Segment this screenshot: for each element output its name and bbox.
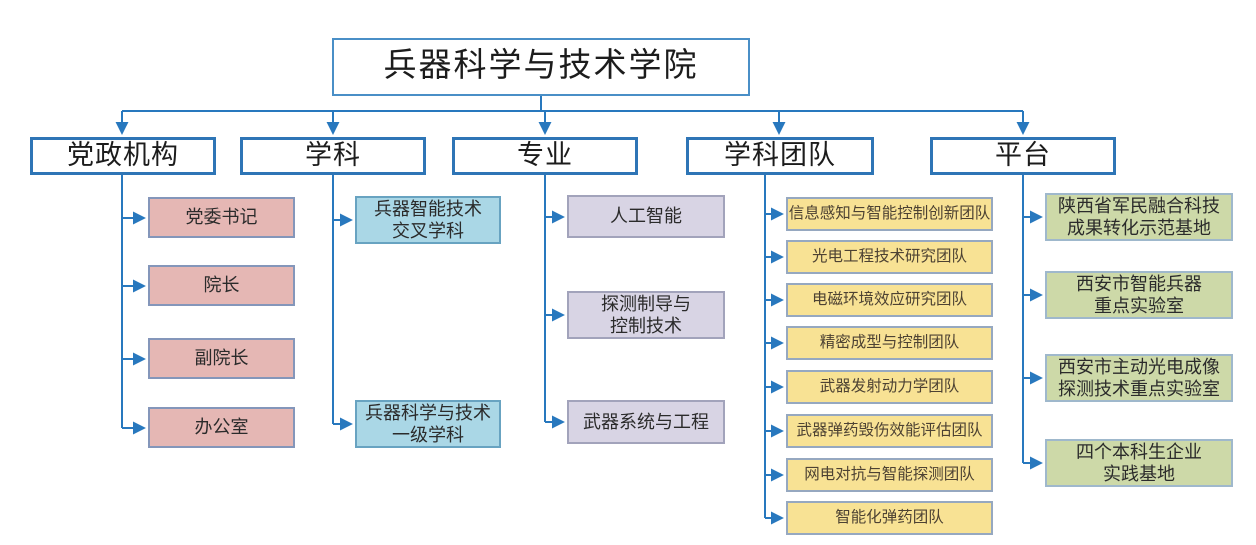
college-title-box: 兵器科学与技术学院	[332, 38, 750, 96]
node-team-electromagnetic-environment: 电磁环境效应研究团队	[786, 283, 993, 317]
node-office: 办公室	[148, 407, 295, 448]
node-team-precision-forming-control: 精密成型与控制团队	[786, 326, 993, 360]
branch-header-discipline-teams: 学科团队	[686, 137, 874, 175]
connector-group	[115, 96, 1043, 525]
node-party-secretary: 党委书记	[148, 197, 295, 238]
node-team-damage-effectiveness-evaluation: 武器弹药毁伤效能评估团队	[786, 414, 993, 448]
node-platform-active-optoelectronic-lab: 西安市主动光电成像 探测技术重点实验室	[1045, 354, 1233, 402]
node-platform-undergraduate-practice-base: 四个本科生企业 实践基地	[1045, 439, 1233, 487]
node-platform-intelligent-weapon-lab: 西安市智能兵器 重点实验室	[1045, 271, 1233, 319]
node-detection-guidance-control: 探测制导与 控制技术	[567, 291, 725, 339]
branch-header-majors: 专业	[452, 137, 638, 175]
node-platform-civil-military-base: 陕西省军民融合科技 成果转化示范基地	[1045, 193, 1233, 241]
node-team-cyber-electronic-countermeasure: 网电对抗与智能探测团队	[786, 458, 993, 492]
node-dean: 院长	[148, 265, 295, 306]
branch-header-platforms: 平台	[930, 137, 1116, 175]
node-weapon-intelligent-cross-discipline: 兵器智能技术 交叉学科	[355, 196, 501, 244]
branch-header-disciplines: 学科	[240, 137, 426, 175]
node-team-info-sensing-intelligent-control: 信息感知与智能控制创新团队	[786, 197, 993, 231]
node-weapon-science-first-level-discipline: 兵器科学与技术 一级学科	[355, 400, 501, 448]
node-artificial-intelligence: 人工智能	[567, 195, 725, 238]
node-vice-dean: 副院长	[148, 338, 295, 379]
node-team-weapon-launch-dynamics: 武器发射动力学团队	[786, 370, 993, 404]
node-weapon-systems-engineering: 武器系统与工程	[567, 400, 725, 444]
node-team-optoelectronic-engineering: 光电工程技术研究团队	[786, 240, 993, 274]
node-team-intelligent-ammunition: 智能化弹药团队	[786, 501, 993, 535]
branch-header-party-government: 党政机构	[30, 137, 216, 175]
